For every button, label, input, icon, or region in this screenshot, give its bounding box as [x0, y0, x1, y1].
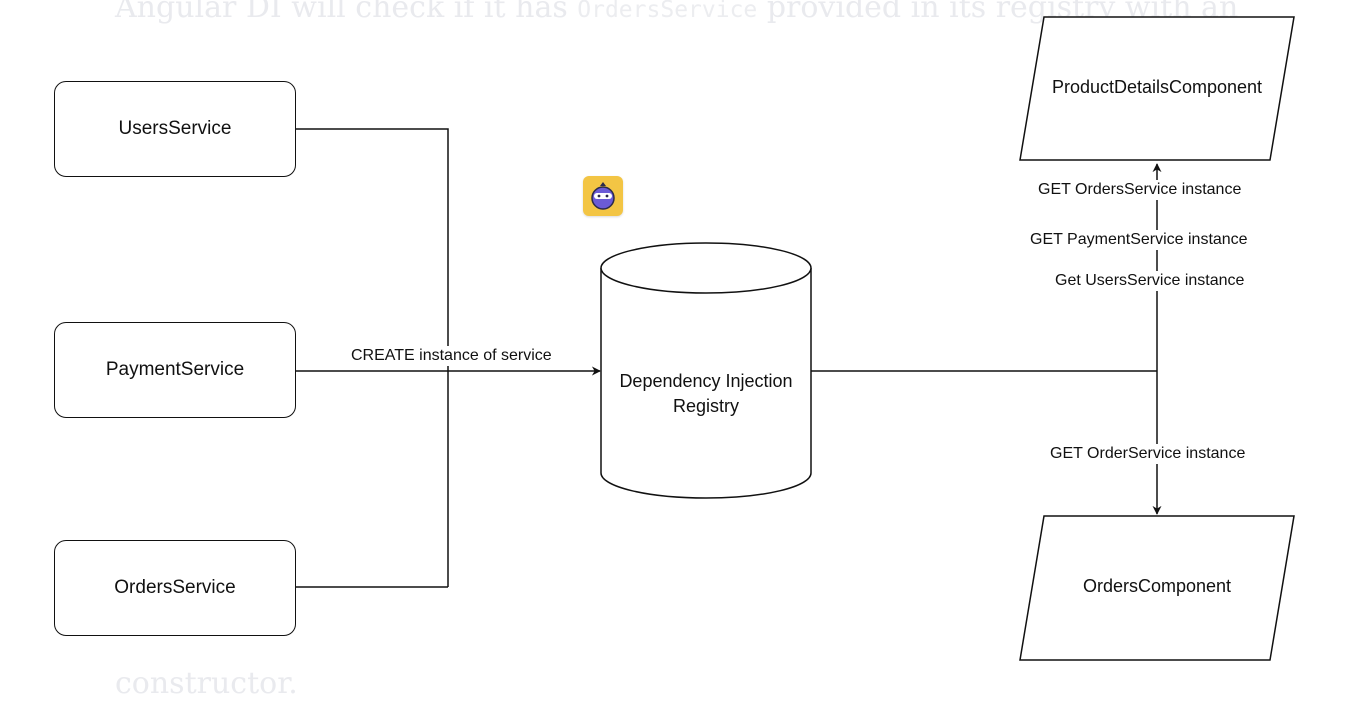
registry-cylinder: [600, 242, 812, 499]
background-paragraph-bottom: constructor.: [115, 666, 298, 701]
registry-label: Dependency Injection Registry: [601, 369, 811, 419]
get-users-service-label: Get UsersService instance: [1053, 271, 1247, 291]
create-instance-label: CREATE instance of service: [349, 346, 554, 366]
orders-component-label: OrdersComponent: [1082, 576, 1232, 596]
background-paragraph-top: Angular DI will check if it has OrdersSe…: [115, 0, 1238, 25]
registry-label-line2: Registry: [672, 396, 739, 416]
ninja-icon: [591, 182, 615, 210]
registry-label-line1: Dependency Injection: [619, 371, 793, 391]
ninja-badge[interactable]: [583, 176, 623, 216]
product-details-component-label: ProductDetailsComponent: [1051, 77, 1263, 97]
background-text-part: Angular DI will check if it has: [115, 0, 578, 25]
connector-users-service: [296, 128, 449, 587]
payment-service-box: PaymentService: [54, 322, 296, 418]
users-service-box: UsersService: [54, 81, 296, 177]
get-orders-service-label: GET OrdersService instance: [1036, 180, 1244, 200]
users-service-label: UsersService: [118, 118, 232, 139]
orders-service-box: OrdersService: [54, 540, 296, 636]
background-code-text: OrdersService: [577, 0, 758, 23]
get-payment-service-label: GET PaymentService instance: [1028, 230, 1250, 250]
get-order-service-label: GET OrderService instance: [1048, 444, 1248, 464]
payment-service-label: PaymentService: [105, 359, 245, 380]
product-details-component-shape: [1019, 16, 1295, 161]
orders-service-label: OrdersService: [114, 577, 236, 598]
orders-component-shape: [1019, 515, 1295, 661]
